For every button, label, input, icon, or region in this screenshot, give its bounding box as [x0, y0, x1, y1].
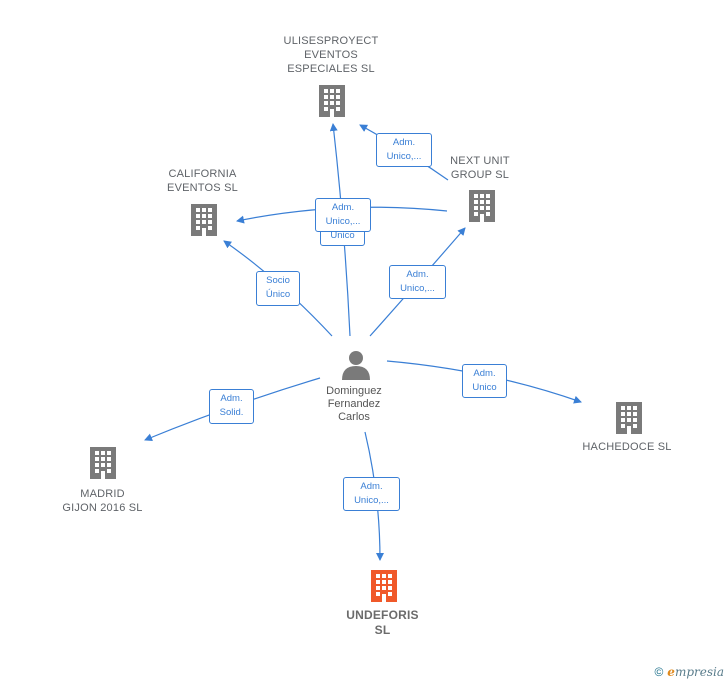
node-label-california[interactable]: CALIFORNIA EVENTOS SL [167, 168, 238, 194]
edge-label-hachedoce: Adm. Unico [462, 364, 507, 398]
building-icon-ulisesproyect[interactable] [319, 85, 345, 117]
person-icon[interactable] [342, 351, 370, 380]
copyright-symbol: © [654, 665, 664, 679]
edge-label-california: Socio Único [256, 271, 300, 306]
node-label-undeforis[interactable]: UNDEFORIS SL [346, 608, 419, 637]
edge-label-undeforis: Adm. Unico,... [343, 477, 400, 511]
building-icon-california[interactable] [191, 204, 217, 236]
node-label-nextunit[interactable]: NEXT UNIT GROUP SL [450, 155, 510, 181]
building-icon-nextunit[interactable] [469, 190, 495, 222]
edge-label-madrid: Adm. Solid. [209, 389, 254, 424]
building-icon-undeforis[interactable] [371, 570, 397, 602]
edge-label-nextunit: Adm. Unico,... [389, 265, 446, 299]
node-label-ulisesproyect[interactable]: ULISESPROYECT EVENTOS ESPECIALES SL [283, 35, 379, 75]
edge-label-nextunit-ulises: Adm. Unico,... [376, 133, 432, 167]
node-label-madrid[interactable]: MADRID GIJON 2016 SL [62, 488, 143, 514]
building-icon-hachedoce[interactable] [616, 402, 642, 434]
node-label-hachedoce[interactable]: HACHEDOCE SL [582, 441, 672, 453]
brand-logo[interactable]: empresia [667, 665, 724, 679]
person-label[interactable]: Dominguez Fernandez Carlos [326, 385, 382, 423]
edge-label-ulises: Adm. Unico,... [315, 198, 371, 232]
building-icon-madrid[interactable] [90, 447, 116, 479]
footer-branding: © empresia [654, 665, 724, 679]
